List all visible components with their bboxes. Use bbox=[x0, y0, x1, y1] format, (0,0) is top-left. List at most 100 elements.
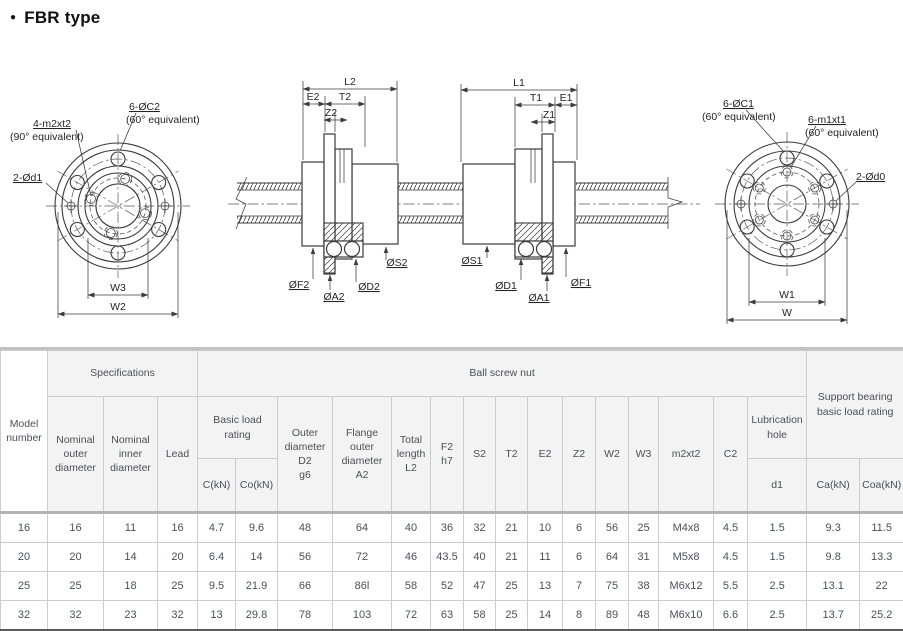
col-header-outer-diameter: Outer diameter D2 g6 bbox=[278, 397, 333, 513]
col-header-lead: Lead bbox=[158, 397, 198, 513]
table-cell: 48 bbox=[629, 601, 659, 631]
dia-f1: ØF1 bbox=[571, 277, 592, 289]
table-cell: 4.5 bbox=[714, 513, 748, 543]
table-cell: 11 bbox=[528, 543, 563, 572]
table-cell: 11 bbox=[104, 513, 158, 543]
col-header-m2xt2: m2xt2 bbox=[659, 397, 714, 513]
col-header-flange-outer: Flange outer diameter A2 bbox=[333, 397, 392, 513]
col-header-w2: W2 bbox=[596, 397, 629, 513]
table-cell: 31 bbox=[629, 543, 659, 572]
table-cell: 6 bbox=[563, 543, 596, 572]
table-cell: 1.5 bbox=[748, 513, 807, 543]
table-cell: 20 bbox=[48, 543, 104, 572]
col-header-d1: d1 bbox=[748, 459, 807, 513]
right-screw-note: (60° equivalent) bbox=[805, 127, 879, 139]
col-header-ca-kn: Ca(kN) bbox=[807, 459, 860, 513]
col-header-coa-kn: Coa(kN) bbox=[860, 459, 903, 513]
table-cell: 9.5 bbox=[198, 572, 236, 601]
col-header-t2: T2 bbox=[496, 397, 528, 513]
table-cell: 13 bbox=[198, 601, 236, 631]
col-header-nominal-outer: Nominal outer diameter bbox=[48, 397, 104, 513]
table-cell: 6.6 bbox=[714, 601, 748, 631]
table-cell: 72 bbox=[392, 601, 431, 631]
table-cell: 21 bbox=[496, 513, 528, 543]
dim-e1: E1 bbox=[560, 92, 573, 104]
page-title-text: FBR type bbox=[24, 8, 100, 27]
table-cell: 103 bbox=[333, 601, 392, 631]
table-cell: 6 bbox=[563, 513, 596, 543]
table-cell: 9.6 bbox=[236, 513, 278, 543]
table-cell: 9.3 bbox=[807, 513, 860, 543]
table-cell: 2.5 bbox=[748, 572, 807, 601]
table-cell: 16 bbox=[158, 513, 198, 543]
table-subheader-row: Nominal outer diameter Nominal inner dia… bbox=[1, 397, 903, 459]
ball-screw-drawing: 4-m2xt2 (90° equivalent) 6-ØC2 (60° equi… bbox=[0, 50, 903, 346]
table-cell: 10 bbox=[528, 513, 563, 543]
table-cell: 58 bbox=[464, 601, 496, 631]
shaft-break-right bbox=[668, 177, 682, 229]
table-cell: 29.8 bbox=[236, 601, 278, 631]
table-cell: 78 bbox=[278, 601, 333, 631]
dia-a2: ØA2 bbox=[323, 291, 344, 303]
table-cell: 4.7 bbox=[198, 513, 236, 543]
col-header-model-number: Model number bbox=[1, 351, 48, 513]
bullet-icon: ● bbox=[10, 12, 16, 23]
table-cell: 25 bbox=[496, 601, 528, 631]
right-screw-label: 6-m1xt1 bbox=[808, 114, 846, 126]
left-screw-label: 4-m2xt2 bbox=[33, 118, 71, 130]
col-header-co-kn: Co(kN) bbox=[236, 459, 278, 513]
table-cell: 14 bbox=[528, 601, 563, 631]
col-header-nominal-inner: Nominal inner diameter bbox=[104, 397, 158, 513]
dim-l1: L1 bbox=[513, 77, 525, 89]
table-cell: 14 bbox=[104, 543, 158, 572]
ball-screw-nut-1: L1 T1 E1 Z1 ØS1 ØD1 ØA1 ØF1 bbox=[461, 77, 591, 304]
dim-t2: T2 bbox=[339, 91, 351, 103]
group-header-lubrication-hole: Lubrication hole bbox=[748, 397, 807, 459]
dim-w2: W2 bbox=[110, 301, 126, 313]
table-cell: 46 bbox=[392, 543, 431, 572]
table-cell: 32 bbox=[1, 601, 48, 631]
table-cell: 13 bbox=[528, 572, 563, 601]
table-cell: 40 bbox=[392, 513, 431, 543]
spec-table: Model number Specifications Ball screw n… bbox=[0, 350, 903, 631]
group-header-ball-screw-nut: Ball screw nut bbox=[198, 351, 807, 397]
right-bolt-label: 6-ØC1 bbox=[723, 98, 754, 110]
group-header-specifications: Specifications bbox=[48, 351, 198, 397]
table-cell: 21 bbox=[496, 543, 528, 572]
table-cell: 66 bbox=[278, 572, 333, 601]
col-header-c-kn: C(kN) bbox=[198, 459, 236, 513]
left-pin-label: 2-Ød1 bbox=[13, 172, 42, 184]
col-header-z2: Z2 bbox=[563, 397, 596, 513]
dim-l2: L2 bbox=[344, 76, 356, 88]
table-cell: 7 bbox=[563, 572, 596, 601]
table-cell: 36 bbox=[431, 513, 464, 543]
table-cell: 56 bbox=[596, 513, 629, 543]
dim-z1: Z1 bbox=[543, 109, 555, 121]
table-cell: 23 bbox=[104, 601, 158, 631]
table-cell: 8 bbox=[563, 601, 596, 631]
shaft-section-view: L2 E2 T2 Z2 ØS2 ØF2 ØA2 ØD2 bbox=[228, 76, 700, 304]
col-header-f2: F2 h7 bbox=[431, 397, 464, 513]
dim-w1: W1 bbox=[779, 289, 795, 301]
page-title: ● FBR type bbox=[10, 8, 100, 28]
dim-w3: W3 bbox=[110, 282, 126, 294]
table-cell: 2.5 bbox=[748, 601, 807, 631]
table-cell: 1.5 bbox=[748, 543, 807, 572]
left-bolt-note: (60° equivalent) bbox=[126, 114, 200, 126]
dim-t1: T1 bbox=[530, 92, 542, 104]
table-cell: 32 bbox=[158, 601, 198, 631]
group-header-basic-load-rating: Basic load rating bbox=[198, 397, 278, 459]
table-cell: 89 bbox=[596, 601, 629, 631]
col-header-c2: C2 bbox=[714, 397, 748, 513]
table-cell: 25 bbox=[629, 513, 659, 543]
table-cell: 64 bbox=[333, 513, 392, 543]
table-cell: 4.5 bbox=[714, 543, 748, 572]
table-cell: 20 bbox=[158, 543, 198, 572]
col-header-e2: E2 bbox=[528, 397, 563, 513]
table-cell: 40 bbox=[464, 543, 496, 572]
dia-d2: ØD2 bbox=[358, 281, 380, 293]
table-cell: 25 bbox=[158, 572, 198, 601]
table-cell: 6.4 bbox=[198, 543, 236, 572]
